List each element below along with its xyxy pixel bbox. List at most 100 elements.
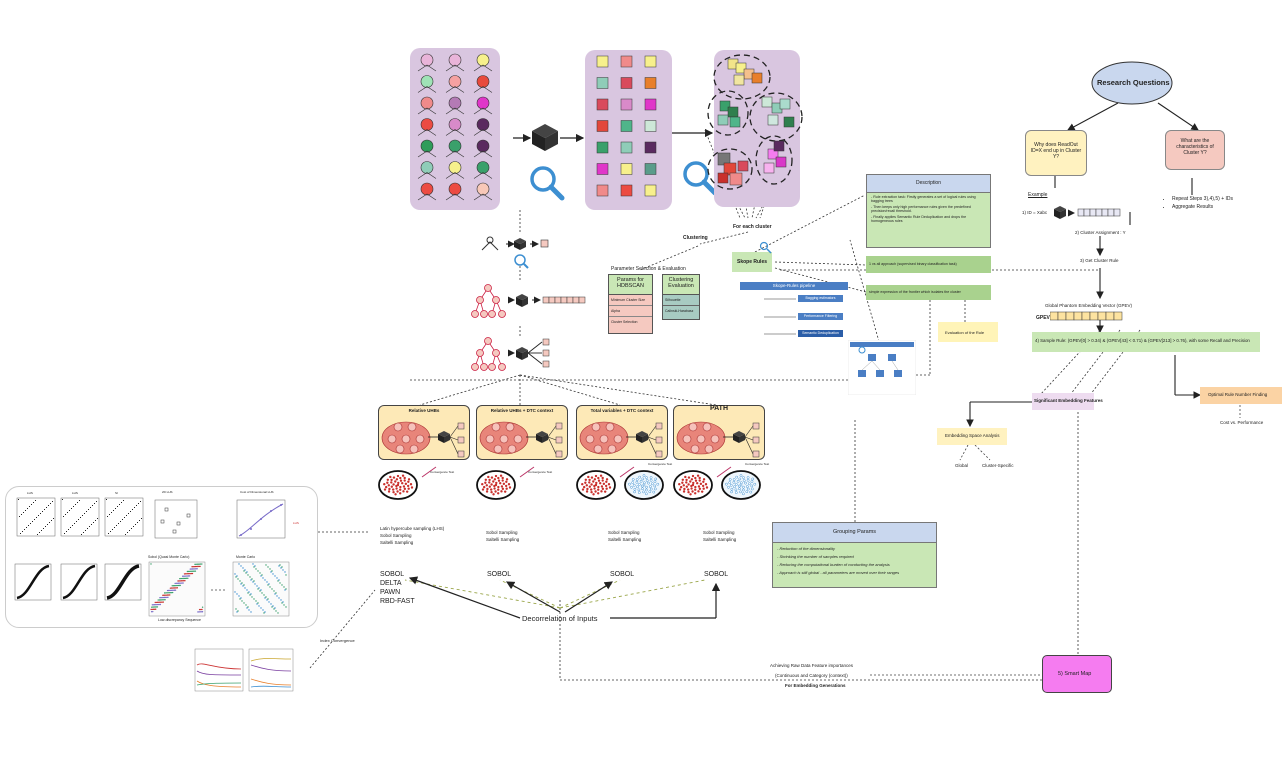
inset-title-2d-lhs: 2D LHS xyxy=(162,490,173,494)
cluster-groups xyxy=(707,54,803,190)
user-icon xyxy=(445,96,465,115)
feature-square xyxy=(620,184,633,197)
pipeline-screenshot xyxy=(848,340,916,395)
saltelli-text: Saltelli Sampling xyxy=(703,537,737,542)
user-icon xyxy=(473,182,493,201)
repeat-bullet-list: Repeat Steps 3),4),5) + IDs Aggregate Re… xyxy=(1160,196,1233,210)
method-delta: DELTA xyxy=(380,580,402,587)
convergence-test-label: Convergence Test xyxy=(430,470,455,474)
feature-square xyxy=(596,184,609,197)
step-1-graphic xyxy=(1054,206,1121,219)
feature-square xyxy=(644,55,657,68)
user-icon xyxy=(417,96,437,115)
significant-features-box xyxy=(1032,393,1094,410)
cube-icon xyxy=(532,124,558,151)
one-vs-all-text: 1 vs all approach (supervised binary cla… xyxy=(869,262,957,266)
feature-square xyxy=(644,77,657,89)
sobol-sampling-text: Sobol Sampling xyxy=(380,533,412,538)
example-label: Example xyxy=(1028,192,1048,198)
svg-text:LHS: LHS xyxy=(293,521,299,525)
question-2-box xyxy=(1165,130,1225,170)
user-icon xyxy=(473,161,493,179)
param-item: Cluster Selection xyxy=(611,320,638,324)
panel-graphic xyxy=(576,421,664,500)
inset-title-si: SI xyxy=(115,491,118,495)
step-2: 2) Cluster Assignment : Y xyxy=(1075,230,1126,235)
skope-rules-badge xyxy=(732,252,772,272)
step-1: 1) ID = Xabc xyxy=(1022,210,1048,215)
feature-square xyxy=(596,77,609,89)
evaluation-rule-box xyxy=(938,322,998,342)
sample-rule-text: 4) Sample Rule: (GPEV[0] > 0.34) & (GPEV… xyxy=(1035,338,1250,343)
lhs-text: Latin hypercube sampling (LHS) xyxy=(380,526,445,531)
feature-square xyxy=(644,184,657,197)
feature-square xyxy=(596,98,609,111)
method-pawn: PAWN xyxy=(380,589,401,596)
pipeline-step: Performance Filtering xyxy=(798,313,843,320)
user-icon xyxy=(445,118,465,136)
user-icon xyxy=(445,182,465,201)
magnifier-icon xyxy=(683,161,718,196)
params-hdbscan-card: Params for HDBSCAN Minimum Cluster Size … xyxy=(608,274,653,334)
pipeline-arrows xyxy=(764,298,796,335)
feature-square xyxy=(596,120,609,132)
sampling-panel-title: Relative UHBs + DTC context xyxy=(490,408,554,413)
user-icon xyxy=(445,75,465,93)
pipeline-title: Skope-Rules pipeline xyxy=(740,282,848,290)
embedding-space-box xyxy=(937,428,1007,445)
method-sobol: SOBOL xyxy=(380,571,405,578)
sobol-sampling-text: Sobol Sampling xyxy=(486,530,518,535)
user-icon xyxy=(445,139,465,158)
significant-features-text: Significant Embedding Features xyxy=(1034,398,1103,403)
simple-expression-text: simple expression of the frontier which … xyxy=(869,290,961,294)
feature-square xyxy=(620,120,633,132)
eval-item: Silhouette xyxy=(663,295,699,306)
global-text: Global xyxy=(955,463,969,468)
optimal-rule-text: Optimal Rule Number Finding xyxy=(1208,392,1268,397)
description-box: Description - Rule extraction task: Firs… xyxy=(866,174,991,248)
feature-square xyxy=(644,120,657,132)
repeat-bullet: Repeat Steps 3),4),5) + IDs xyxy=(1172,196,1233,202)
inset-title-lhs: LHS xyxy=(27,491,33,495)
feature-square xyxy=(596,55,609,68)
param-item: Alpha xyxy=(609,306,652,317)
optimal-rule-box xyxy=(1200,387,1282,404)
magnifier-icon xyxy=(759,241,772,254)
user-icon xyxy=(473,96,493,115)
one-vs-all-box xyxy=(866,256,991,273)
simple-expression-box xyxy=(866,285,991,300)
feature-square xyxy=(620,98,633,111)
inset-title-cost: Cost of Dimensional LHS xyxy=(240,490,274,494)
params-hdbscan-header: Params for HDBSCAN xyxy=(609,275,652,295)
sobol-label: SOBOL xyxy=(610,571,635,578)
smart-map-text: 5) Smart Map xyxy=(1058,671,1092,677)
param-item: Minimum Cluster Size xyxy=(609,295,652,306)
user-icon xyxy=(417,75,437,93)
user-to-feature-row xyxy=(481,236,549,269)
question-1-box xyxy=(1025,130,1087,176)
feature-square xyxy=(644,163,657,175)
sobol-sampling-text: Sobol Sampling xyxy=(608,530,640,535)
sampling-panel-title: PATH xyxy=(709,405,729,412)
skope-rules-label: Skope Rules xyxy=(737,259,768,265)
inset-graphics: LHS xyxy=(14,497,299,617)
method-rbd-fast: RBD-FAST xyxy=(380,598,415,605)
research-questions-ellipse xyxy=(1091,61,1173,105)
decorrelation-text: Decorrelation of Inputs xyxy=(522,614,598,623)
user-icon xyxy=(417,53,437,72)
feature-square xyxy=(644,98,657,111)
sampling-panel-title: Relative UHBs xyxy=(408,408,440,413)
feature-square xyxy=(596,141,609,154)
eval-item: Calinski-Harabasz xyxy=(665,309,694,313)
saltelli-text: Saltelli Sampling xyxy=(380,540,414,545)
step-3: 3) Get Cluster Rule xyxy=(1080,258,1119,263)
grouping-line: - Approach is still global - all paramet… xyxy=(777,570,900,575)
description-line: - Rule extraction task: Firstly generate… xyxy=(871,195,976,203)
panel-graphic xyxy=(476,421,563,500)
gpev-title: Global Phantom Embedding Vector (GPEV) xyxy=(1045,303,1133,308)
for-each-cluster-label: For each cluster xyxy=(733,224,772,230)
user-icon xyxy=(417,139,437,158)
continuous-text: (Continuous and Category (context)) xyxy=(775,673,848,678)
embedding-space-text: Embedding Space Analysis xyxy=(945,433,1000,438)
smart-map-box xyxy=(1042,655,1112,693)
